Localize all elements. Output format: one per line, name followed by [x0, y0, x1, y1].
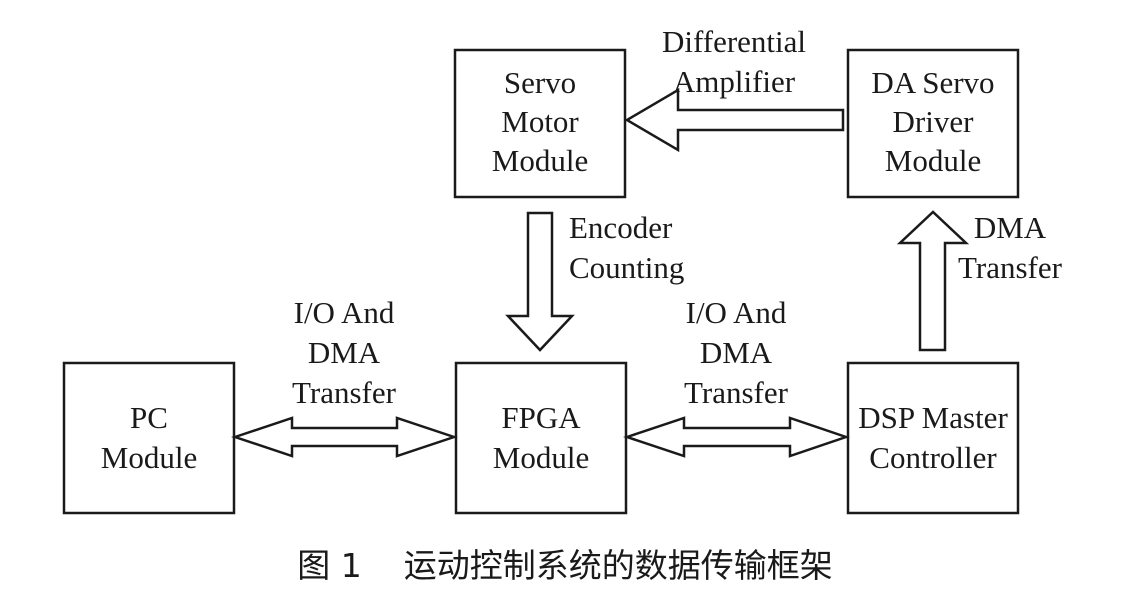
- da-to-servo-label-line-2: Amplifier: [673, 64, 796, 99]
- pc-fpga-double-arrow: [231, 416, 458, 458]
- pc-fpga-label-line-3: Transfer: [292, 375, 397, 410]
- dsp-to-da-label-line-2: Transfer: [958, 250, 1063, 285]
- da-to-servo-label-line-1: Differential: [662, 24, 806, 59]
- fpga-dsp-label-line-3: Transfer: [684, 375, 789, 410]
- servo-motor-label-line-1: Servo: [504, 65, 576, 100]
- servo-to-fpga-label-line-1: Encoder: [569, 210, 673, 245]
- fpga-module-label-line-1: FPGA: [501, 400, 581, 435]
- dsp-master-controller-label-line-1: DSP Master: [858, 400, 1008, 435]
- servo-motor-label-line-2: Motor: [501, 104, 579, 139]
- fpga-module-node: FPGA Module: [454, 361, 628, 515]
- servo-to-fpga-label: Encoder Counting: [569, 210, 684, 285]
- dsp-to-da-arrow: [896, 210, 970, 352]
- pc-fpga-label-line-2: DMA: [308, 335, 381, 370]
- fpga-dsp-label-line-2: DMA: [700, 335, 773, 370]
- servo-motor-module-node: Servo Motor Module: [453, 48, 627, 199]
- da-servo-driver-label-line-3: Module: [885, 143, 981, 178]
- pc-fpga-label: I/O And DMA Transfer: [292, 295, 397, 410]
- fpga-dsp-label-line-1: I/O And: [686, 295, 787, 330]
- servo-motor-label-line-3: Module: [492, 143, 588, 178]
- pc-module-node: PC Module: [62, 361, 236, 515]
- da-to-servo-arrow: [624, 87, 845, 153]
- fpga-dsp-label: I/O And DMA Transfer: [684, 295, 789, 410]
- figure-caption: 图 1 运动控制系统的数据传输框架: [297, 546, 832, 585]
- dsp-to-da-label-line-1: DMA: [974, 210, 1047, 245]
- dsp-master-controller-node: DSP Master Controller: [846, 361, 1020, 515]
- pc-fpga-label-line-1: I/O And: [294, 295, 395, 330]
- dsp-to-da-label: DMA Transfer: [958, 210, 1063, 285]
- servo-to-fpga-label-line-2: Counting: [569, 250, 684, 285]
- da-to-servo-label: Differential Amplifier: [662, 24, 806, 99]
- servo-to-fpga-arrow: [505, 211, 575, 352]
- pc-module-label-line-2: Module: [101, 440, 197, 475]
- da-servo-driver-label-line-1: DA Servo: [871, 65, 994, 100]
- da-servo-driver-label-line-2: Driver: [893, 104, 975, 139]
- fpga-module-label-line-2: Module: [493, 440, 589, 475]
- pc-module-label-line-1: PC: [130, 400, 168, 435]
- dsp-master-controller-label-line-2: Controller: [869, 440, 997, 475]
- da-servo-driver-module-node: DA Servo Driver Module: [846, 48, 1020, 199]
- fpga-dsp-double-arrow: [623, 416, 850, 458]
